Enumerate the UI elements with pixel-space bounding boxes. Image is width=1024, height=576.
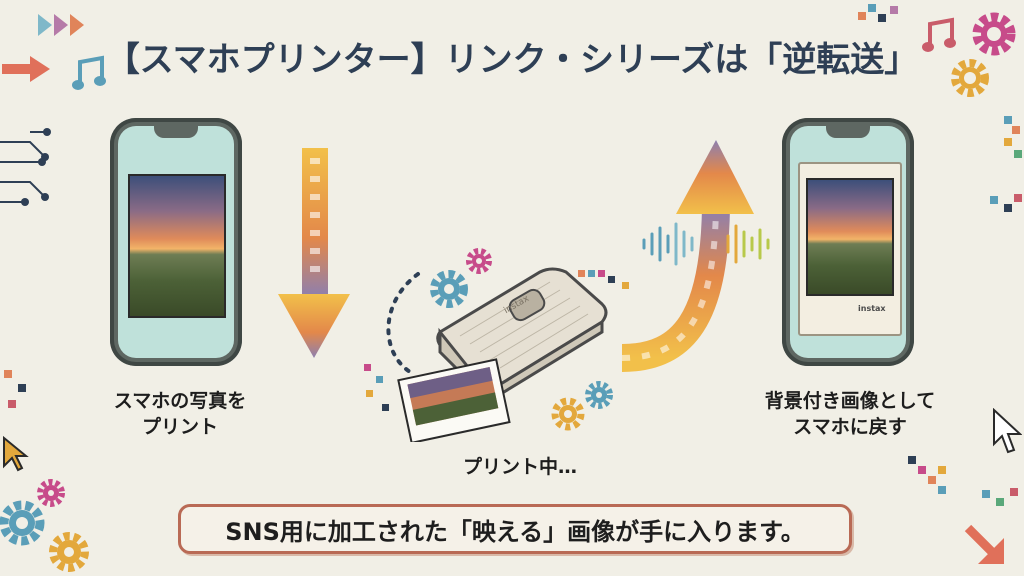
- down-arrow-icon: [278, 148, 350, 358]
- sunset-photo: [128, 174, 226, 318]
- down-right-arrow-icon: [964, 524, 1004, 564]
- summary-banner: SNS用に加工された「映える」画像が手に入ります。: [178, 504, 852, 554]
- phone-result: instax: [782, 118, 914, 366]
- sound-wave-icon: [642, 222, 770, 266]
- pixel-icon: [1004, 116, 1022, 158]
- instax-frame: instax: [798, 162, 902, 336]
- pixel-icon: [4, 370, 26, 408]
- music-note-icon: [72, 55, 106, 90]
- pixel-icon: [908, 456, 946, 494]
- music-note-icon: [922, 17, 956, 52]
- pixel-icon: [858, 4, 898, 22]
- gear-icon: [951, 59, 989, 97]
- up-curve-arrow-icon: [621, 140, 754, 372]
- gear-icon: [466, 248, 492, 274]
- gear-icon: [551, 397, 585, 431]
- step3-line1: 背景付き画像として: [764, 390, 936, 412]
- pixel-icon: [990, 194, 1022, 212]
- cursor-icon: [3, 436, 29, 472]
- cursor-icon: [993, 408, 1022, 454]
- page-title: 【スマホプリンター】リンク・シリーズは「逆転送」: [105, 40, 919, 80]
- pixel-icon: [982, 488, 1018, 506]
- right-arrow-icon: [2, 56, 50, 82]
- gear-icon: [37, 479, 65, 507]
- step1-line2: プリント: [141, 416, 218, 438]
- step3-line2: スマホに戻す: [793, 416, 907, 438]
- pixel-icon: [364, 364, 389, 411]
- step2-caption: プリント中…: [462, 456, 577, 478]
- summary-prefix: SNS用に加工された「: [225, 517, 472, 546]
- step1-line1: スマホの写真を: [113, 390, 247, 412]
- printer-illustration: [386, 267, 608, 442]
- gear-icon: [972, 12, 1016, 56]
- frame-logo: instax: [858, 304, 886, 313]
- gear-icon: [49, 532, 89, 572]
- play-arrows-icon: [38, 14, 84, 36]
- summary-suffix: 」画像が手に入ります。: [543, 517, 805, 546]
- gear-icon: [430, 270, 468, 308]
- gear-icon: [585, 381, 613, 409]
- sunset-photo: [806, 178, 894, 296]
- gear-icon: [0, 500, 45, 546]
- phone-source: [110, 118, 242, 366]
- circuit-icon: [0, 128, 51, 206]
- summary-highlight: 映える: [471, 512, 544, 547]
- pixel-icon: [578, 270, 629, 289]
